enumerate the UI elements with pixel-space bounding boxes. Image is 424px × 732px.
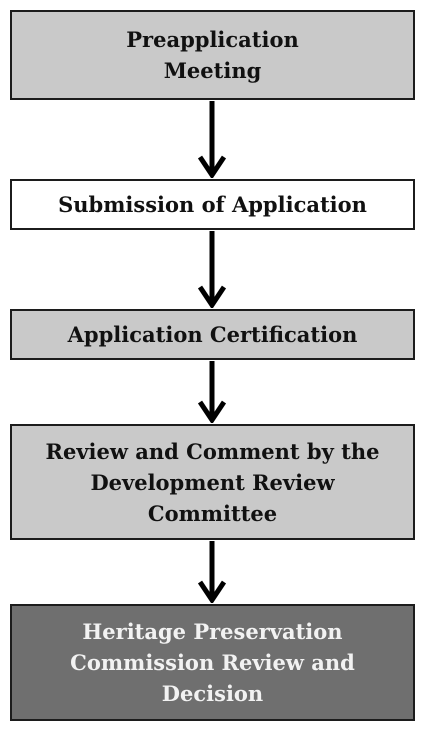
step-label: Review and Comment by the Development Re… <box>45 438 380 526</box>
step-label: Preapplication Meeting <box>126 27 299 83</box>
flow-arrow-down-icon <box>198 541 226 603</box>
step-label: Submission of Application <box>58 192 367 217</box>
step-submission-of-application: Submission of Application <box>10 179 415 230</box>
step-development-review-committee: Review and Comment by the Development Re… <box>10 424 415 540</box>
step-application-certification: Application Certification <box>10 309 415 360</box>
step-label: Application Certification <box>67 322 358 347</box>
step-preapplication-meeting: Preapplication Meeting <box>10 10 415 100</box>
flow-arrow-down-icon <box>198 101 226 178</box>
flow-arrow-down-icon <box>198 231 226 308</box>
flow-arrow-down-icon <box>198 361 226 423</box>
step-heritage-preservation-decision: Heritage Preservation Commission Review … <box>10 604 415 721</box>
step-label: Heritage Preservation Commission Review … <box>70 619 355 706</box>
